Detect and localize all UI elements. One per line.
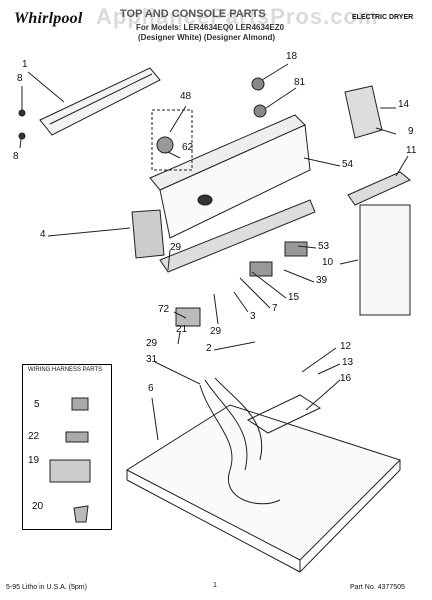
footer-part-number: Part No. 4377505 (350, 584, 405, 591)
callout-29a: 29 (170, 242, 182, 253)
callout-13: 13 (342, 357, 354, 368)
page-title: TOP AND CONSOLE PARTS (120, 8, 266, 20)
callout-6: 6 (148, 383, 154, 394)
callout-15: 15 (288, 292, 300, 303)
callout-5: 5 (34, 399, 40, 410)
callout-29b: 29 (210, 326, 222, 337)
callout-9: 9 (408, 126, 414, 137)
callout-54: 54 (342, 159, 354, 170)
callout-10: 10 (322, 257, 334, 268)
footer-page-number: 1 (213, 582, 217, 589)
wiring-harness-box (22, 364, 112, 530)
callout-48: 48 (180, 91, 192, 102)
callout-31: 31 (146, 354, 158, 365)
callout-62: 62 (182, 142, 194, 153)
callout-11: 11 (406, 145, 417, 156)
callout-14: 14 (398, 99, 410, 110)
callout-7: 7 (272, 303, 278, 314)
callout-18: 18 (286, 51, 298, 62)
callout-29c: 29 (146, 338, 158, 349)
callout-72: 72 (158, 304, 170, 315)
callout-22: 22 (28, 431, 40, 442)
callout-20: 20 (32, 501, 44, 512)
callout-12: 12 (340, 341, 352, 352)
wiring-harness-title: WIRING HARNESS PARTS (28, 367, 103, 373)
callout-3: 3 (250, 311, 256, 322)
model-line: For Models: LER4634EQ0 LER4634EZ0 (136, 23, 285, 32)
brand-logo: Whirlpool (14, 10, 83, 27)
callout-8b: 8 (13, 151, 19, 162)
callout-19: 19 (28, 455, 40, 466)
callout-4: 4 (40, 229, 46, 240)
callout-21: 21 (176, 324, 188, 335)
callout-39: 39 (316, 275, 328, 286)
doc-type: ELECTRIC DRYER (352, 14, 414, 21)
callout-8a: 8 (17, 73, 23, 84)
callout-1: 1 (22, 59, 28, 70)
callout-16: 16 (340, 373, 352, 384)
watermark: AppliancePartsPros.com (96, 4, 379, 29)
callout-53: 53 (318, 241, 330, 252)
color-line: (Designer White) (Designer Almond) (138, 33, 276, 42)
callout-2: 2 (206, 343, 212, 354)
footer-litho: 5-95 Litho in U.S.A. (5pm) (6, 584, 87, 591)
callout-81: 81 (294, 77, 306, 88)
